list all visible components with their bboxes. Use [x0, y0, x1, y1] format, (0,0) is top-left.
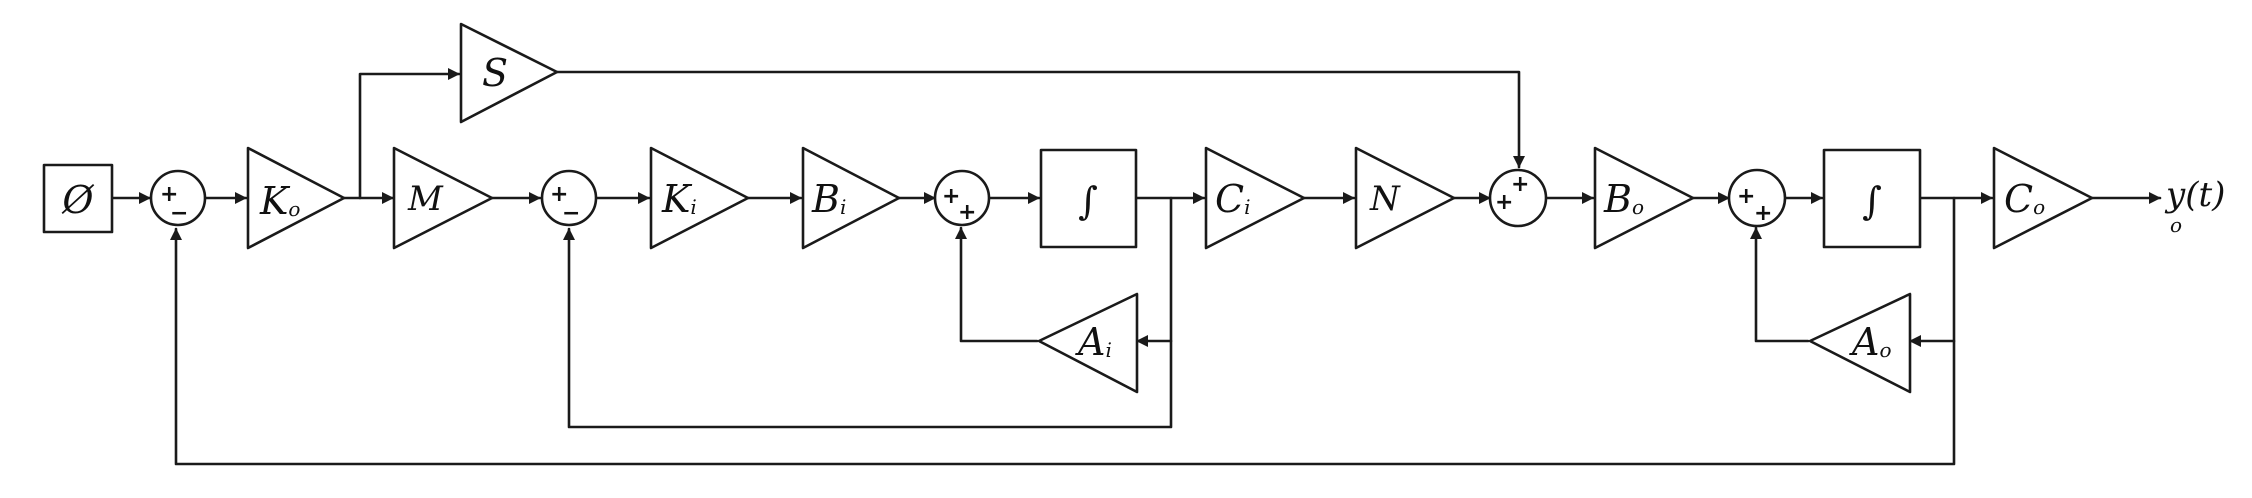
gain-ai: Ai — [1037, 292, 1139, 394]
c0-label: C — [2004, 177, 2033, 221]
sum2-plus-sign: + — [550, 182, 568, 207]
output-label: y(t) o — [2164, 175, 2225, 237]
b0-label: B — [1603, 177, 1632, 221]
wire-a0-sum6 — [1750, 226, 1810, 343]
a0-label: A — [1849, 320, 1879, 364]
sum1-plus-sign: + — [160, 182, 178, 207]
n-label: N — [1369, 179, 1401, 219]
integrator-2-symbol: ∫ — [1862, 179, 1882, 223]
gain-m: M — [392, 146, 494, 250]
ci-label: C — [1215, 177, 1244, 221]
svg-text:Bi: Bi — [811, 177, 846, 221]
k0-subscript: o — [288, 197, 300, 221]
gain-c0: Co — [1992, 146, 2094, 250]
sum6-plus-sign-left: + — [1737, 184, 1755, 209]
wire-ai-sum3 — [955, 226, 1039, 343]
bi-subscript: i — [840, 195, 846, 219]
signal-wires — [110, 68, 2162, 466]
wire-int1-ai — [1135, 196, 1173, 347]
gain-a0: Ao — [1808, 292, 1912, 394]
output-subscript: o — [2170, 213, 2182, 237]
c0-subscript: o — [2033, 195, 2045, 219]
svg-text:y(t): y(t) — [2164, 175, 2225, 215]
svg-text:Co: Co — [2004, 177, 2045, 221]
sum1-minus-sign: − — [170, 201, 188, 226]
summing-junction-2: + − — [540, 169, 598, 227]
ci-subscript: i — [1244, 195, 1250, 219]
input-symbol: Ø — [61, 178, 94, 222]
s-label: S — [482, 51, 508, 95]
sum2-minus-sign: − — [562, 201, 580, 226]
sum3-plus-sign-bottom: + — [958, 200, 976, 225]
output-variable: y — [2164, 175, 2186, 215]
summing-junction-5: + + — [1488, 168, 1548, 228]
sum6-plus-sign-bottom: + — [1754, 201, 1772, 226]
gain-b0: Bo — [1593, 146, 1695, 250]
gain-n: N — [1354, 146, 1456, 250]
summing-junction-1: + − — [149, 169, 207, 227]
integrator-1-symbol: ∫ — [1078, 179, 1098, 223]
wire-int1-sum2 — [563, 227, 1173, 429]
gain-ci: Ci — [1204, 146, 1306, 250]
output-argument: (t) — [2185, 175, 2225, 215]
b0-subscript: o — [1632, 195, 1644, 219]
m-label: M — [407, 179, 444, 219]
sum5-plus-sign-top: + — [1511, 172, 1529, 197]
sum3-plus-sign-left: + — [942, 184, 960, 209]
ki-label: K — [661, 177, 693, 221]
input-block: Ø — [42, 163, 114, 234]
integrator-2: ∫ — [1822, 148, 1922, 249]
svg-text:Bo: Bo — [1603, 177, 1644, 221]
wire-outer-feedback — [170, 227, 1956, 466]
ai-label: A — [1075, 320, 1105, 364]
summing-junction-6: + + — [1727, 168, 1787, 228]
sum5-plus-sign-left: + — [1495, 190, 1513, 215]
wire-s-sum5 — [555, 70, 1525, 169]
svg-text:Ko: Ko — [259, 179, 300, 223]
svg-text:Ki: Ki — [661, 177, 697, 221]
gain-ki: Ki — [649, 146, 750, 250]
summing-junction-3: + + — [933, 169, 991, 227]
k0-label: K — [259, 179, 291, 223]
gain-k0: Ko — [246, 146, 346, 250]
a0-subscript: o — [1879, 338, 1891, 362]
gain-s: S — [459, 22, 559, 124]
svg-text:Ai: Ai — [1075, 320, 1112, 364]
wire-branch-s — [358, 68, 461, 200]
svg-text:Ao: Ao — [1849, 320, 1892, 364]
ki-subscript: i — [690, 195, 696, 219]
bi-label: B — [811, 177, 840, 221]
integrator-1: ∫ — [1039, 148, 1138, 249]
gain-bi: Bi — [801, 146, 901, 250]
svg-text:Ci: Ci — [1215, 177, 1250, 221]
ai-subscript: i — [1105, 338, 1111, 362]
